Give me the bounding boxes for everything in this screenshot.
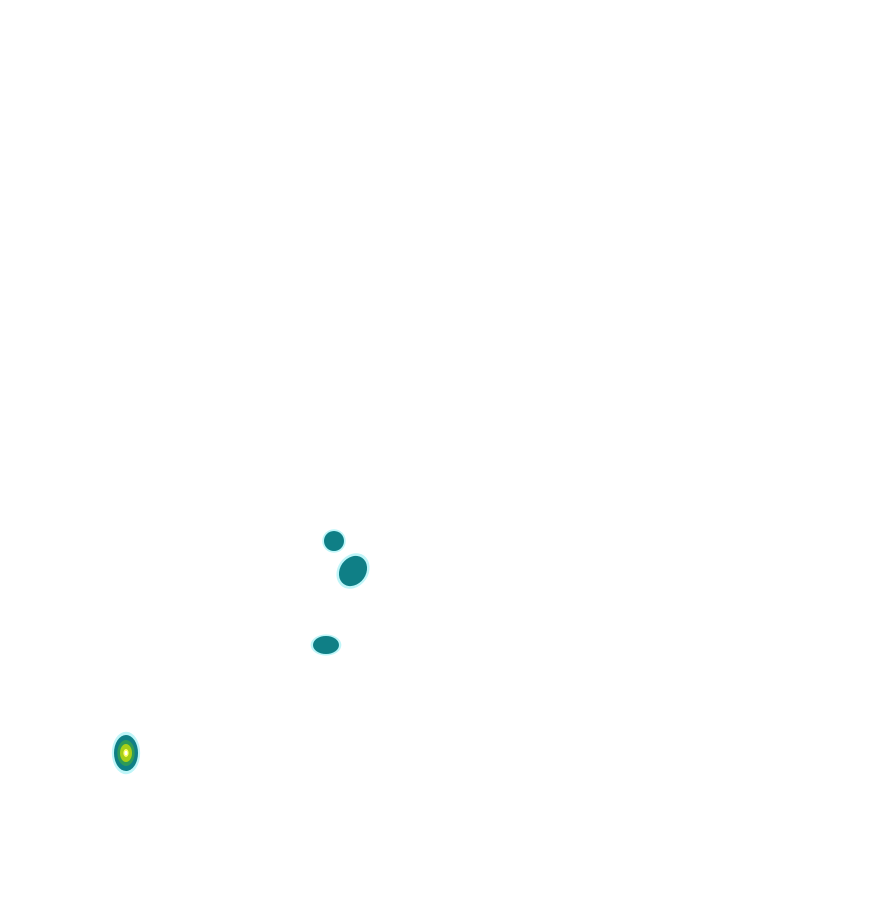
density-blob-3 (310, 634, 342, 656)
density-blob-2 (336, 553, 370, 589)
density-blobs (111, 529, 370, 775)
density-blob-4 (111, 731, 141, 775)
contour-level-1 (338, 555, 368, 587)
contour-level-1 (324, 531, 344, 551)
density-blob-1 (322, 529, 346, 553)
contour-level-5 (124, 750, 128, 756)
contour-level-1 (313, 636, 339, 654)
